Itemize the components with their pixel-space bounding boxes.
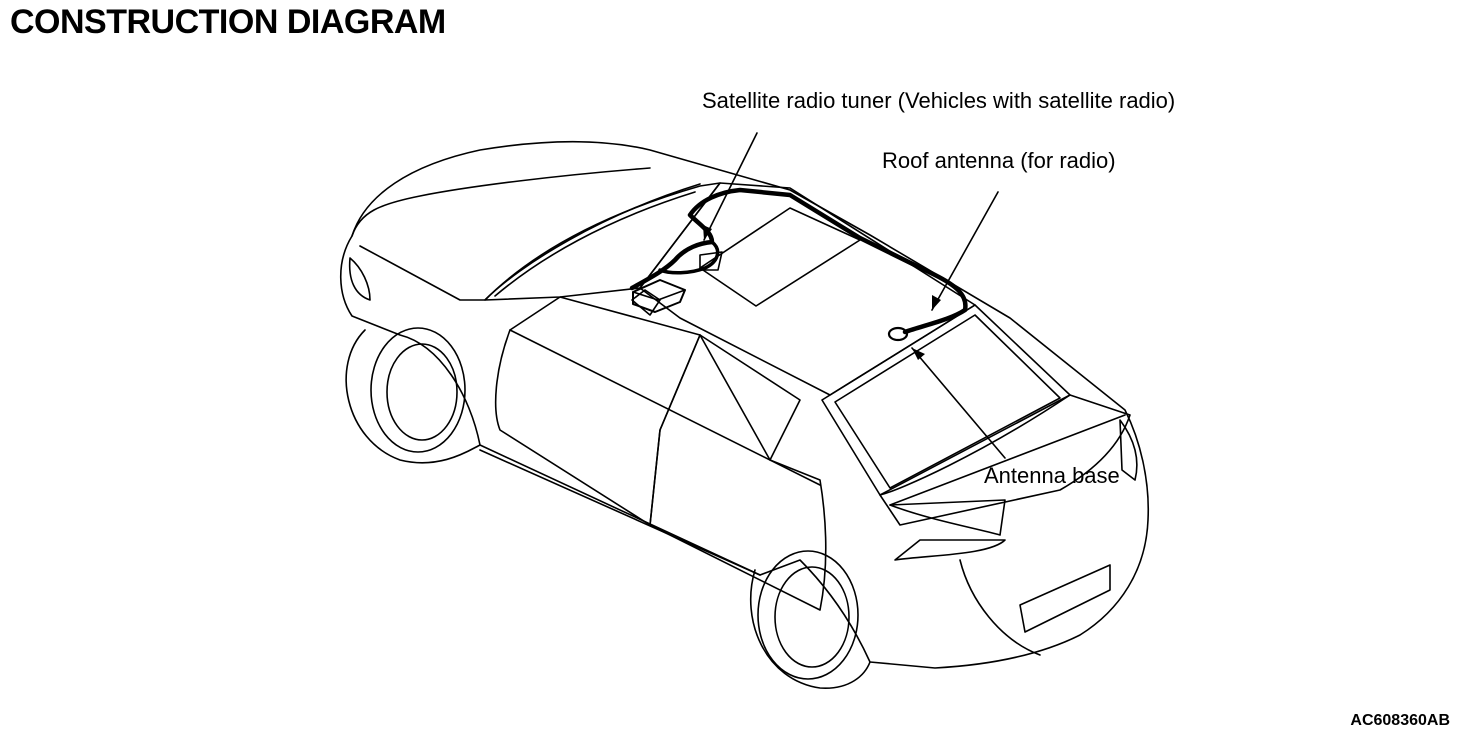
spoiler	[889, 414, 1126, 506]
trunk-lid	[879, 394, 1131, 526]
headlight	[348, 257, 371, 301]
tuner-box-top	[632, 289, 686, 301]
side-window-line	[699, 334, 771, 461]
front-wheel-arch	[345, 329, 481, 464]
arrow-satellite-tuner	[703, 225, 712, 240]
label-satellite-radio-tuner: Satellite radio tuner (Vehicles with sat…	[702, 88, 1176, 113]
satellite-tuner-box	[632, 279, 686, 313]
leader-antenna-base	[911, 347, 1006, 459]
antenna-cable	[629, 187, 968, 335]
rear-window-inner	[834, 314, 1061, 489]
tuner-cable-loop	[658, 240, 720, 275]
rear-door	[649, 334, 827, 611]
car-body-outline	[339, 140, 1150, 669]
front-wheel-rim	[386, 343, 458, 441]
hood-crease	[359, 183, 701, 301]
tail-light-lower	[894, 539, 1006, 561]
arrow-roof-antenna	[932, 295, 941, 310]
front-door	[494, 296, 701, 526]
rear-bumper	[959, 559, 1041, 656]
antenna-base	[887, 326, 909, 342]
leader-roof-antenna	[931, 191, 999, 311]
tail-light-right	[1119, 419, 1138, 481]
rear-wheel-rim	[774, 566, 850, 668]
leader-satellite-tuner	[703, 132, 758, 241]
rear-wheel-tire	[757, 550, 859, 680]
rear-wheel-arch	[749, 569, 871, 689]
hood-line	[351, 167, 651, 237]
label-roof-antenna: Roof antenna (for radio)	[882, 148, 1116, 173]
door-belt-line	[509, 329, 821, 486]
front-wheel-tire	[370, 327, 466, 453]
figure-code: AC608360AB	[1350, 712, 1450, 729]
tail-light-upper	[889, 499, 1006, 536]
windshield	[484, 182, 721, 301]
sill-line	[479, 449, 761, 576]
page-title: CONSTRUCTION DIAGRAM	[10, 3, 446, 41]
license-plate	[1019, 564, 1111, 633]
arrow-antenna-base	[912, 348, 925, 360]
tuner-bracket	[699, 251, 723, 271]
label-antenna-base: Antenna base	[984, 463, 1120, 488]
windshield-inner	[494, 191, 696, 297]
